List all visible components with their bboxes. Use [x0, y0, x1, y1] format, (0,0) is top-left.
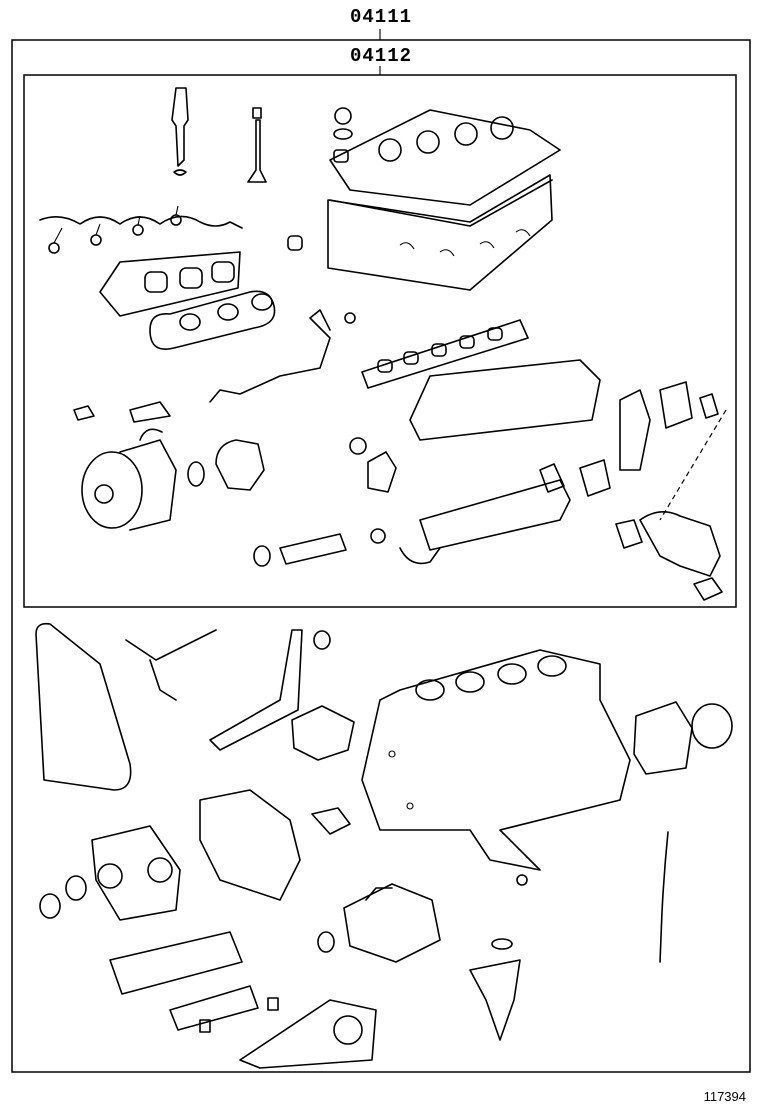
cylinder-head-icon [327, 107, 561, 291]
rear-seal-retainer-icon [633, 701, 693, 775]
sensor-wire-icon [125, 629, 217, 701]
water-pipe-seal-icon [313, 630, 331, 650]
crank-seal-icon [65, 875, 87, 901]
oil-pipe-icon [279, 533, 347, 565]
hose-gasket-icon [370, 528, 386, 544]
thermostat-icon [367, 451, 397, 493]
egr-cooler-icon [419, 479, 571, 551]
hose-icon [399, 547, 441, 565]
egr-valve-icon [539, 459, 611, 497]
gasket-icon [187, 461, 205, 487]
oil-pickup-icon [469, 959, 521, 1041]
oil-cooler-icon [169, 985, 259, 1031]
glow-plug-harness-icon [39, 205, 243, 254]
water-outlet-icon [215, 439, 265, 491]
spring-icon [344, 312, 356, 324]
oil-strainer-icon [239, 999, 377, 1069]
turbocharger-icon [73, 401, 177, 531]
crank-seal-icon [39, 893, 61, 919]
water-pipe-icon [209, 629, 303, 751]
kit-label-outer: 04111 [350, 6, 413, 28]
rear-oil-seal-icon [691, 703, 733, 749]
timing-case-icon [199, 789, 301, 901]
injection-pump-icon [343, 883, 441, 963]
pump-o-ring-icon [317, 931, 335, 953]
cylinder-block-icon [361, 649, 631, 871]
outer-kit-frame [11, 39, 751, 1073]
egr-pipe-icon [209, 309, 331, 403]
water-pump-icon [291, 705, 355, 761]
inner-kit-frame [23, 74, 737, 608]
figure-number: 117394 [703, 1089, 746, 1104]
exhaust-manifold-icon [99, 251, 276, 350]
oil-pan-gasket-icon [109, 931, 243, 995]
intake-manifold-icon [409, 359, 601, 441]
thermostat-gasket-icon [349, 437, 367, 455]
seal-ring-icon [287, 235, 303, 251]
timing-cover-icon [35, 622, 132, 791]
intake-gasket-icon [361, 319, 529, 389]
exhaust-pipe-icon [615, 381, 727, 601]
kit-label-inner: 04112 [350, 45, 413, 67]
drain-plug-icon [516, 874, 528, 886]
fuel-injector-icon [171, 87, 189, 176]
o-ring-icon [253, 545, 271, 567]
dipstick-icon [659, 831, 669, 963]
oil-pump-cover-icon [91, 825, 181, 921]
valve-icon [247, 107, 267, 183]
bracket-icon [311, 807, 351, 835]
